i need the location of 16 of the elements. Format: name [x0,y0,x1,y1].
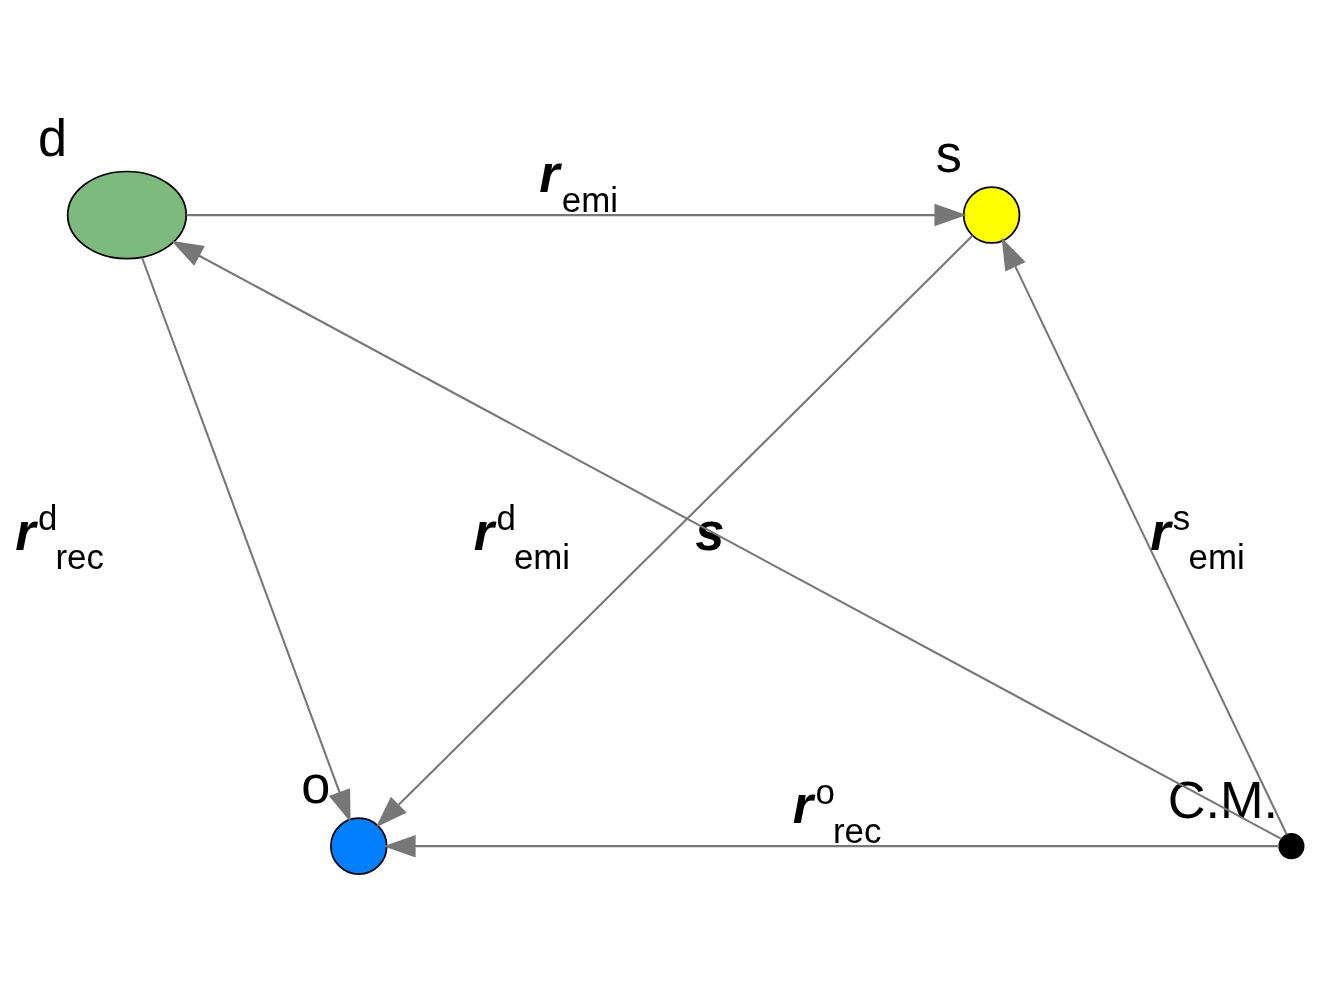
node-circle [1278,833,1305,860]
edge-label: s [695,502,725,561]
arrow [141,257,351,823]
arrow [376,234,974,828]
arrow [383,834,1279,858]
node-label: d [38,108,68,167]
arrow [171,240,1282,840]
node-label: o [301,755,331,814]
arrow [1001,237,1288,835]
edge-label: r$_{emi}$ [539,145,619,219]
node-circle [330,817,388,875]
node-ellipse [66,170,188,260]
node-label: C.M. [1167,771,1279,830]
arrow [186,203,967,227]
node-label: s [935,124,962,183]
node-circle [962,186,1021,244]
